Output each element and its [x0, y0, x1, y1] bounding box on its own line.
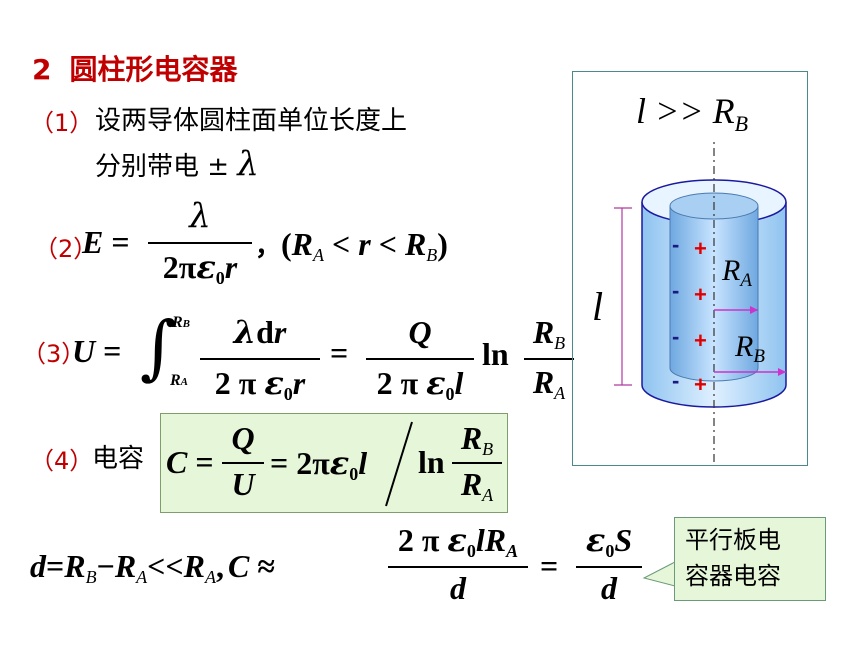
item4-rhs: = 2πε0l: [270, 444, 368, 484]
integral-lower-limit: RA: [170, 372, 189, 389]
bottom-equals: =: [540, 548, 559, 584]
item4-number: （4）: [30, 447, 94, 475]
svg-text:-: -: [672, 232, 679, 257]
item3-lhs: U =: [72, 333, 122, 369]
parallel-plate-callout: 平行板电 容器电容: [674, 517, 826, 601]
rb-label: RB: [735, 330, 765, 367]
plus-minus-sign: ±: [207, 152, 230, 182]
svg-text:+: +: [694, 282, 707, 307]
title-text: 圆柱形电容器: [69, 53, 238, 86]
svg-text:+: +: [694, 372, 707, 397]
item4-ratio: RB RA: [452, 418, 502, 510]
svg-text:-: -: [672, 368, 679, 393]
item4-q-over-u: Q U: [222, 418, 264, 510]
length-condition-label: l >> RB: [636, 91, 749, 136]
item3-ratio: RB RA: [524, 312, 574, 408]
lambda-symbol: λ: [237, 144, 259, 184]
bottom-fraction-2: ε0S d: [576, 520, 642, 612]
item2-fraction: λ 2πε0r: [148, 196, 252, 292]
division-slash: [385, 421, 413, 507]
item2-condition: ，(RA < r < RB): [255, 226, 448, 265]
slide-title: 2 圆柱形电容器: [32, 48, 238, 88]
item1-line2: 分别带电 ± λ: [95, 144, 259, 184]
callout-line2: 容器电容: [685, 562, 781, 590]
svg-text:+: +: [694, 328, 707, 353]
item3-number: （3）: [22, 340, 86, 368]
item2-number: （2）: [34, 235, 98, 263]
title-number: 2: [32, 53, 52, 86]
item2-lhs: E =: [82, 224, 130, 260]
cylinder-capacitor-figure: -+ -+ -+ -+: [614, 140, 787, 466]
charge-marks: -+ -+ -+ -+: [672, 232, 707, 397]
item1-line2-text: 分别带电: [95, 152, 200, 182]
ln-label: ln: [482, 336, 509, 372]
q-numerator: Q: [408, 314, 432, 350]
integral-sign: ∫: [140, 306, 177, 388]
bottom-fraction-1: 2 π ε0lRA d: [388, 520, 528, 612]
item3-q-fraction: Q 2 π ε0l: [366, 312, 474, 408]
cylinder-diagram-panel: [572, 71, 808, 466]
item4-label: 电容: [92, 444, 145, 474]
ratio-numerator: RB: [532, 314, 566, 353]
item1-number: （1）: [30, 109, 94, 137]
item4-c-lhs: C =: [166, 444, 214, 480]
callout-line1: 平行板电: [685, 526, 781, 554]
item3-equals: =: [330, 335, 349, 371]
q-denominator: 2 π ε0l: [376, 364, 464, 404]
capacitance-formula-box: [160, 413, 508, 513]
item3-integrand: λdr 2 π ε0r: [200, 312, 320, 408]
item2-denominator: 2πε0r: [162, 248, 238, 288]
integral-upper-limit: RB: [172, 314, 191, 331]
item1-line1: 设两导体圆柱面单位长度上: [95, 106, 408, 136]
ra-label: RA: [722, 254, 752, 291]
item4-ln: ln: [418, 444, 445, 480]
svg-text:-: -: [672, 278, 679, 303]
ratio-denominator: RA: [532, 364, 566, 403]
integrand-numerator: λdr: [233, 313, 287, 351]
bottom-formula-lhs: d=RB−RA<<RA, C ≈: [30, 548, 275, 587]
item2-numerator: λ: [189, 196, 211, 236]
svg-text:-: -: [672, 324, 679, 349]
svg-text:+: +: [694, 236, 707, 261]
integrand-denominator: 2 π ε0r: [214, 364, 306, 404]
length-label: l: [592, 284, 604, 329]
